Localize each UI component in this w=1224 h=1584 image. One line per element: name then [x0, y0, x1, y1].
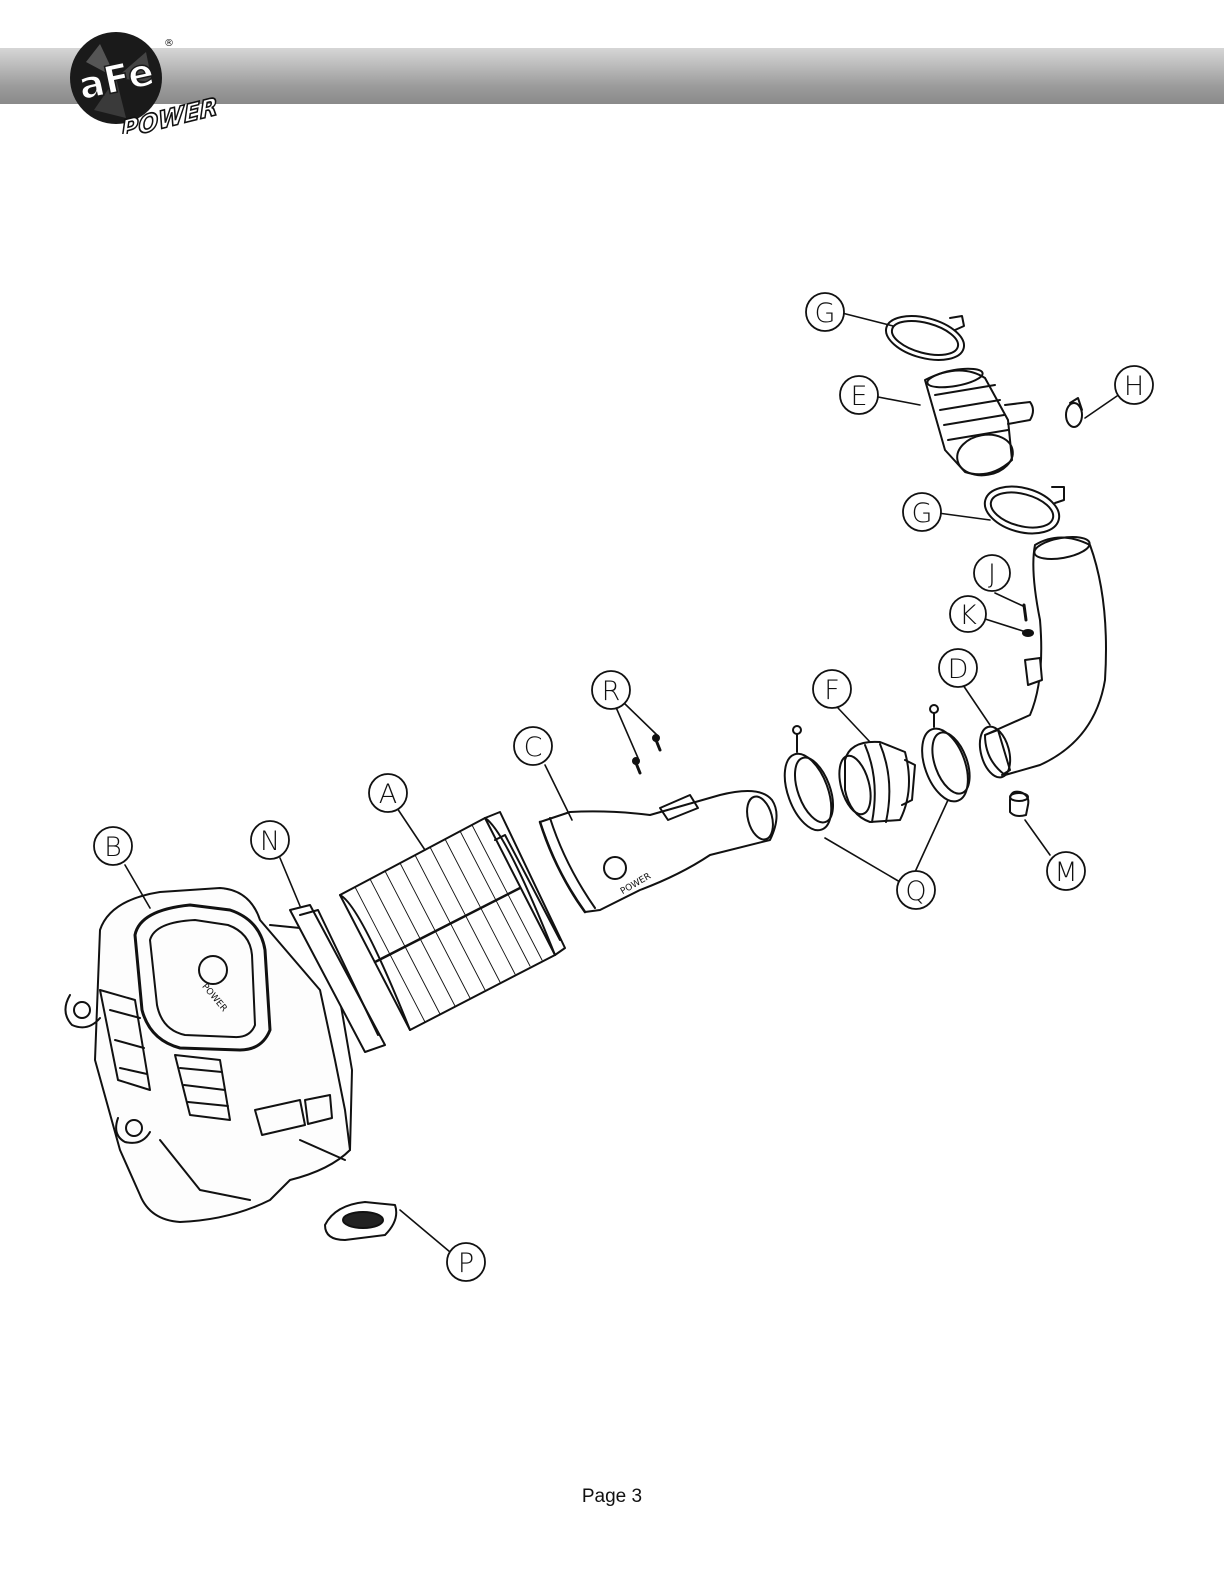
callout-c: C — [524, 732, 543, 763]
part-m-grommet — [1009, 790, 1030, 817]
part-e-maf-housing — [924, 367, 1034, 477]
callout-circles — [93, 292, 1154, 1282]
page-number: Page 3 — [581, 1486, 643, 1507]
callout-b: B — [104, 832, 122, 863]
callout-p: P — [458, 1248, 474, 1279]
callout-r: R — [602, 676, 621, 707]
callout-a: A — [379, 779, 397, 810]
part-b-airbox: POWER — [64, 887, 353, 1223]
part-c-intake-tube: POWER — [538, 790, 778, 914]
part-a-filter — [339, 811, 566, 1031]
header-bar — [0, 48, 1224, 104]
part-j-bolt — [1022, 603, 1028, 622]
callout-n: N — [260, 826, 280, 857]
afe-power-logo: aFe ® POWER — [70, 32, 219, 134]
leader-lines — [124, 312, 1118, 1253]
callout-q: Q — [905, 876, 926, 907]
part-p-cap — [324, 1201, 398, 1241]
part-q-clamps — [783, 704, 971, 832]
part-n-gasket — [289, 904, 386, 1053]
callout-h: H — [1124, 371, 1144, 402]
callout-g-bottom: G — [912, 498, 933, 529]
logo-registered: ® — [164, 38, 174, 49]
part-g-clamps — [885, 315, 1065, 535]
part-h-small-clamp — [1065, 397, 1083, 428]
callout-m: M — [1054, 857, 1077, 888]
callout-k: K — [959, 600, 977, 631]
callout-g-top: G — [815, 298, 836, 329]
part-d-elbow-tube — [978, 536, 1107, 779]
callout-j: J — [988, 559, 996, 590]
callout-f: F — [824, 675, 840, 706]
callout-labels: G E H G J K D F R C A B N M Q P — [104, 298, 1144, 1279]
part-f-coupler — [838, 740, 916, 823]
callout-d: D — [948, 654, 969, 685]
callout-e: E — [850, 381, 867, 412]
part-r-screws — [632, 734, 662, 775]
